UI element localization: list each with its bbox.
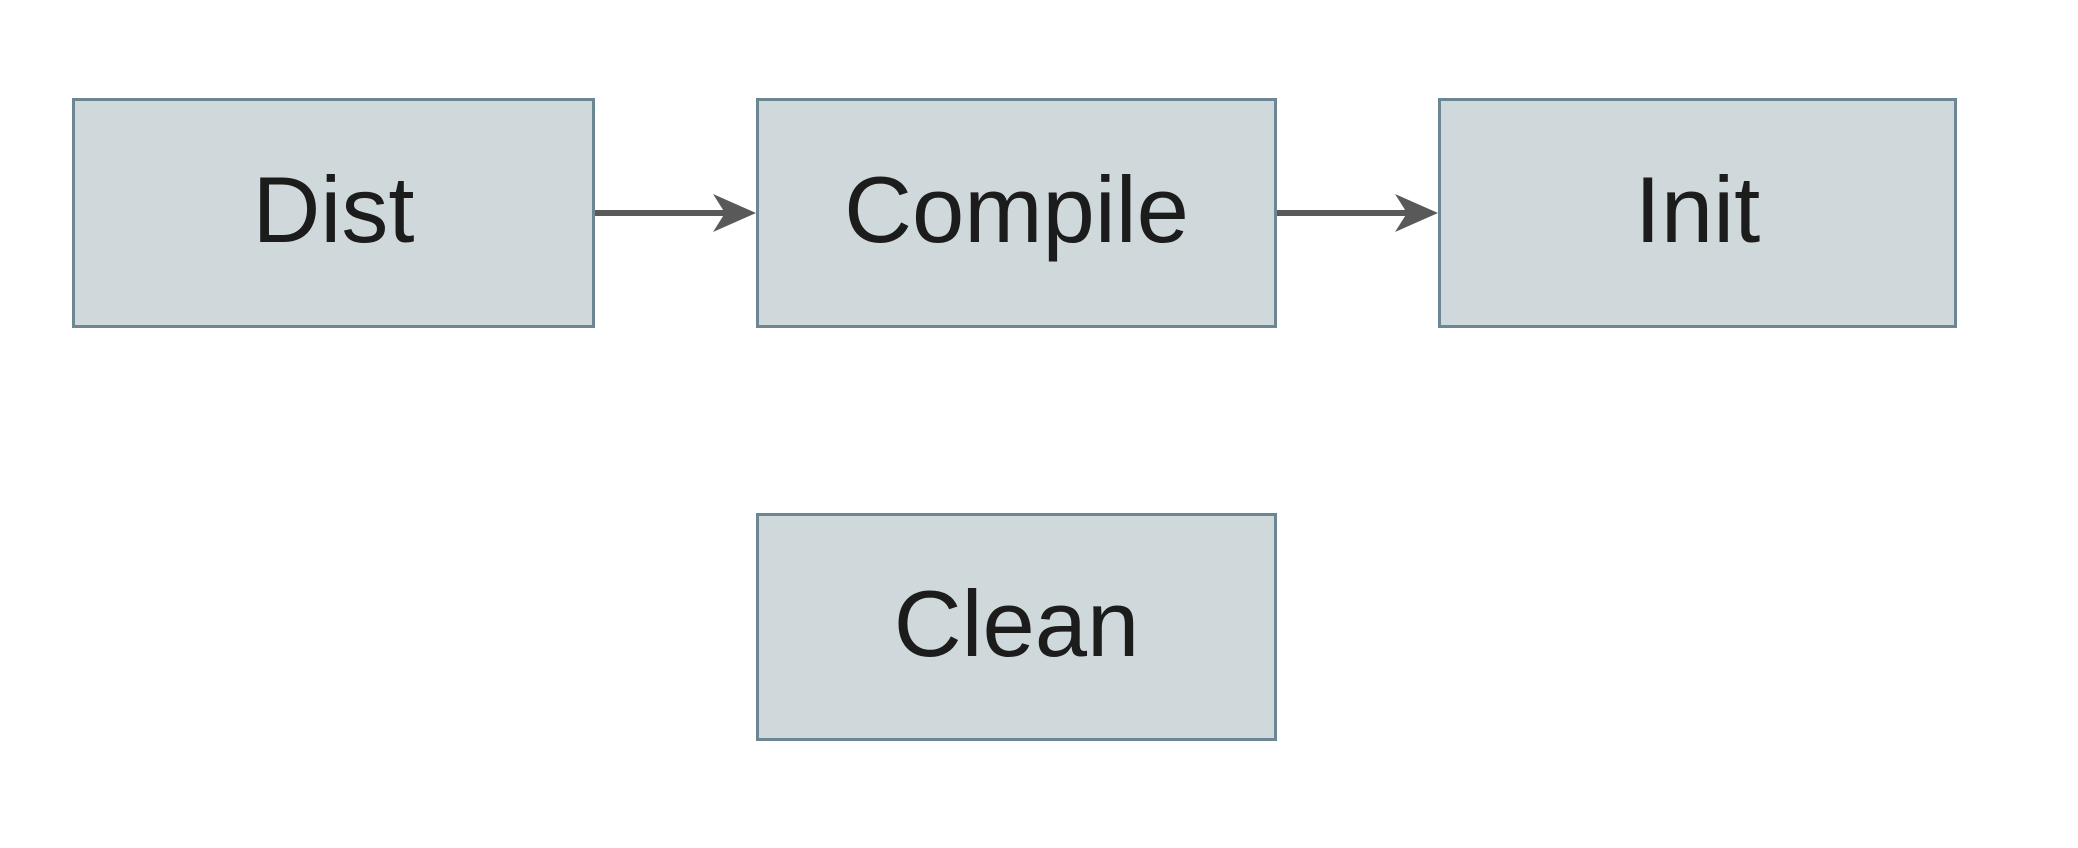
node-clean[interactable]: Clean [756,513,1277,741]
node-clean-label: Clean [893,571,1140,676]
arrow-dist-to-compile [595,194,756,232]
node-compile[interactable]: Compile [756,98,1277,328]
arrow-compile-to-init [1277,194,1438,232]
node-init[interactable]: Init [1438,98,1957,328]
node-compile-label: Compile [844,157,1189,262]
node-init-label: Init [1634,157,1761,262]
node-dist-label: Dist [252,157,415,262]
node-dist[interactable]: Dist [72,98,595,328]
